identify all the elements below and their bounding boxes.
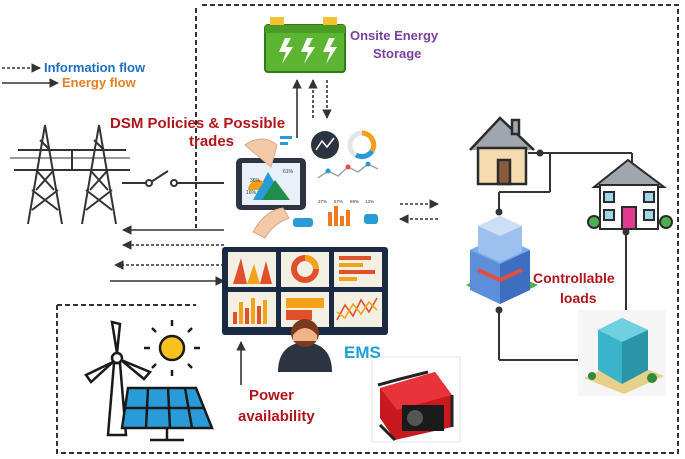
ems-label: EMS (344, 343, 381, 362)
office-building-icon (578, 310, 666, 396)
house-icon (469, 116, 535, 186)
sun-icon (144, 320, 200, 376)
dash-pct-d: 13% (365, 199, 374, 204)
dash-pct-36: 36% (250, 178, 261, 184)
dsm-label-line1: DSM Policies & Possible (110, 115, 286, 132)
legend-energy-flow: Energy flow (62, 75, 136, 90)
power-availability-line2: availability (238, 408, 315, 425)
dash-pct-c: 69% (350, 199, 359, 204)
microgrid-boundary (56, 4, 679, 454)
dash-pct-b: 57% (334, 199, 343, 204)
tablet-dashboard-icon (236, 130, 379, 239)
dash-pct-61: 61% (283, 169, 294, 175)
dash-pct-16: 16% (246, 190, 257, 196)
solar-panel-icon (120, 386, 214, 442)
legend-information-flow: Information flow (44, 60, 146, 75)
controllable-loads-line2: loads (560, 290, 597, 306)
transmission-tower-icon (10, 124, 130, 225)
generator-icon (371, 356, 461, 443)
power-availability-line1: Power (249, 387, 295, 404)
storage-label-line1: Onsite Energy (350, 28, 439, 43)
storage-label-line2: Storage (373, 46, 422, 61)
battery-icon (264, 17, 346, 73)
monitor-icon (222, 247, 388, 335)
dsm-label-line2: trades (189, 133, 235, 150)
office-tower-icon (466, 216, 538, 304)
switch-icon (122, 170, 224, 187)
dash-pct-a: 37% (318, 199, 327, 204)
wind-turbine-icon (84, 320, 153, 437)
load-network-lines (498, 152, 633, 361)
operator-icon (278, 319, 332, 372)
villa-icon (587, 158, 673, 230)
controllable-loads-line1: Controllable (533, 270, 615, 286)
